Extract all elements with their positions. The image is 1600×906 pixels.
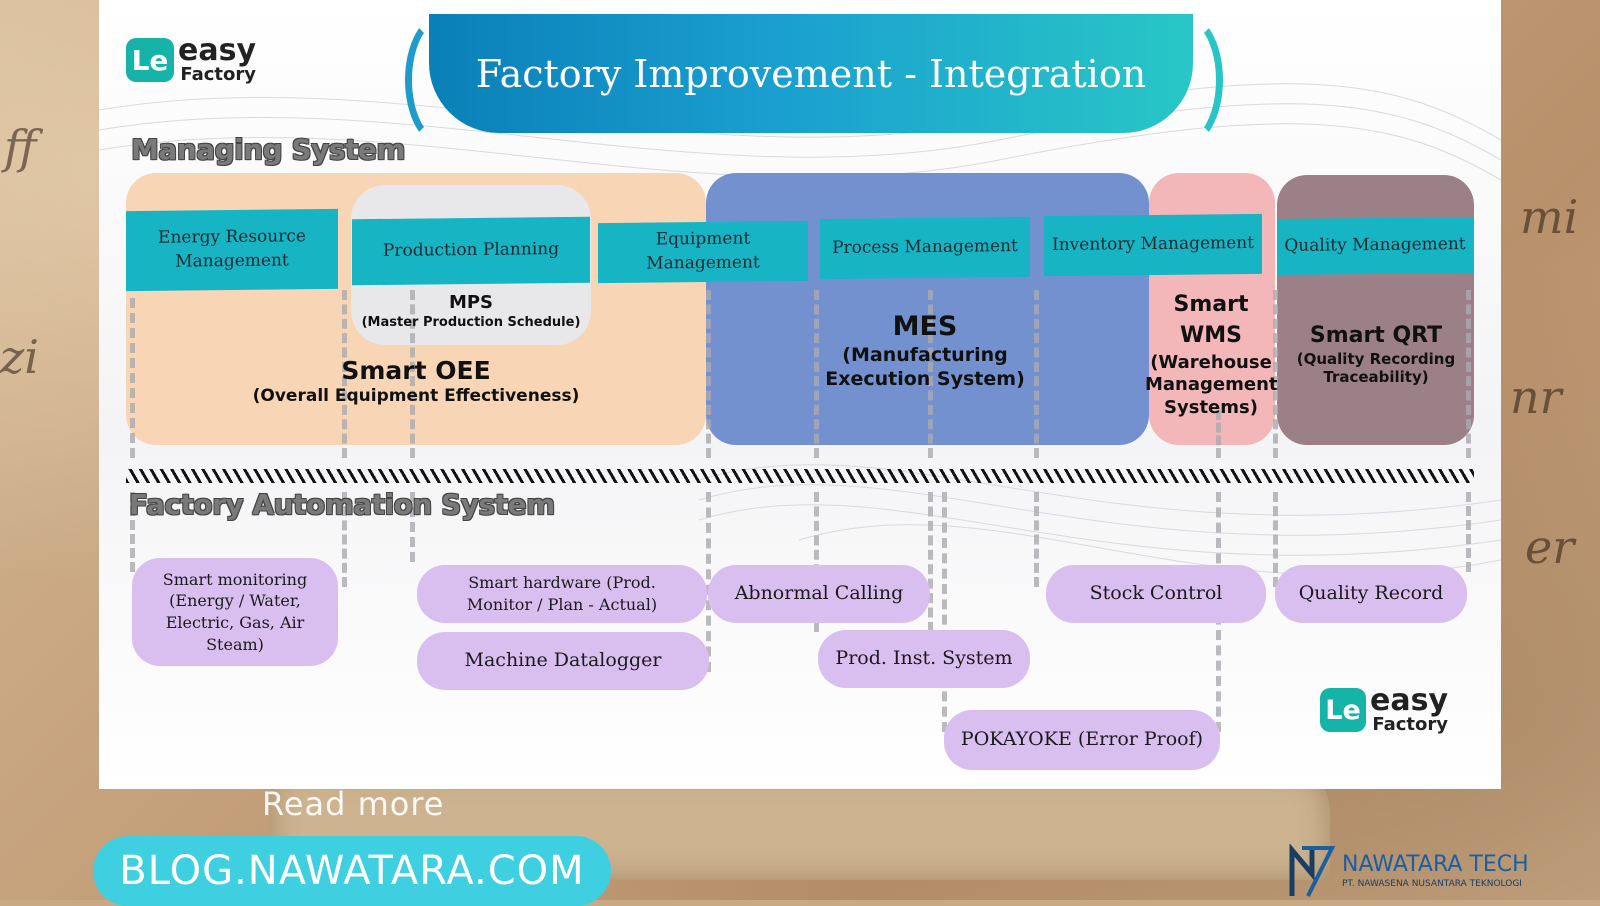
pill-quality-record: Quality Record [1275, 565, 1467, 623]
page-title: Factory Improvement - Integration [429, 14, 1193, 133]
read-more-link[interactable]: Read more [262, 785, 445, 823]
pill-prod-inst-system: Prod. Inst. System [818, 630, 1030, 688]
connector-line [814, 290, 819, 458]
connector-line [1034, 492, 1039, 587]
pill-machine-datalogger: Machine Datalogger [417, 632, 709, 690]
mps-name: MPS [448, 292, 494, 313]
connector-line [706, 290, 711, 458]
title-arc-left [405, 14, 479, 146]
connector-line [130, 298, 135, 458]
band-process: Process Management [820, 216, 1030, 280]
pill-abnormal-calling: Abnormal Calling [708, 565, 930, 623]
logo-mark: Le [126, 38, 174, 82]
title-arc-right [1149, 14, 1223, 146]
connector-line [410, 290, 415, 458]
qrt-name: Smart QRT [1309, 323, 1443, 348]
logo-sub: Factory [1372, 714, 1449, 735]
pill-stock-control: Stock Control [1046, 565, 1266, 623]
connector-line [1466, 290, 1471, 458]
connector-line [342, 492, 347, 587]
connector-line [410, 492, 415, 562]
leeasy-logo: Le easy Factory [126, 36, 256, 84]
connector-line [1466, 492, 1471, 572]
mps-label: MPS (Master Production Schedule) [352, 292, 590, 331]
handwriting-decoration: mi [1520, 190, 1579, 244]
oee-full: (Overall Equipment Effectiveness) [252, 386, 580, 407]
wms-full: (Warehouse Management Systems) [1145, 351, 1278, 418]
band-energy-resource: Energy Resource Management [126, 208, 338, 292]
handwriting-decoration: er [1525, 520, 1575, 574]
mes-full: (Manufacturing Execution System) [825, 343, 1025, 390]
connector-line [1273, 290, 1278, 458]
company-name: NAWATARA TECH [1342, 851, 1529, 877]
pill-smart-hardware: Smart hardware (Prod. Monitor / Plan - A… [417, 565, 707, 623]
logo-word: easy [1370, 683, 1449, 718]
logo-sub: Factory [180, 64, 257, 85]
connector-line [342, 290, 347, 458]
pill-pokayoke: POKAYOKE (Error Proof) [944, 710, 1220, 770]
company-subname: PT. NAWASENA NUSANTARA TEKNOLOGI [1342, 878, 1522, 889]
leeasy-logo-bottom: Le easy Factory [1320, 686, 1448, 734]
wms-name: Smart WMS [1173, 292, 1249, 348]
handwriting-decoration: nr [1510, 370, 1562, 424]
connector-line [706, 492, 711, 672]
title-banner: Factory Improvement - Integration [405, 14, 1223, 146]
band-production-planning: Production Planning [352, 216, 590, 286]
nawatara-logo: NAWATARA TECH PT. NAWASENA NUSANTARA TEK… [1288, 844, 1529, 898]
mps-full: (Master Production Schedule) [361, 314, 581, 330]
connector-line [1034, 290, 1039, 458]
factory-automation-heading: Factory Automation System [129, 488, 555, 521]
managing-system-heading: Managing System [131, 133, 406, 166]
qrt-group [1277, 175, 1474, 445]
connector-line [942, 492, 947, 732]
connector-line [814, 492, 819, 632]
oee-label: Smart OEE (Overall Equipment Effectivene… [236, 355, 596, 408]
connector-line [928, 492, 933, 632]
mes-label: MES (Manufacturing Execution System) [820, 310, 1030, 391]
handwriting-decoration: ff [4, 120, 37, 174]
connector-line [1273, 492, 1278, 587]
oee-name: Smart OEE [341, 356, 491, 385]
blog-url-button[interactable]: BLOG.NAWATARA.COM [93, 836, 611, 906]
section-divider [126, 469, 1474, 483]
wms-label: Smart WMS (Warehouse Management Systems) [1145, 290, 1278, 419]
qrt-full: (Quality Recording Traceability) [1296, 349, 1456, 387]
band-inventory: Inventory Management [1044, 213, 1262, 277]
handwriting-decoration: zi [0, 330, 39, 384]
connector-line [130, 492, 135, 572]
logo-mark: Le [1320, 688, 1366, 732]
connector-line [928, 290, 933, 458]
mes-name: MES [892, 311, 958, 342]
band-quality: Quality Management [1277, 216, 1473, 276]
nawatara-mark-icon [1289, 844, 1336, 897]
band-equipment: Equipment Management [598, 220, 808, 284]
connector-line [1216, 410, 1221, 458]
qrt-label: Smart QRT (Quality Recording Traceabilit… [1283, 322, 1469, 387]
logo-word: easy [178, 33, 257, 68]
pill-smart-monitoring: Smart monitoring (Energy / Water, Electr… [132, 558, 338, 666]
